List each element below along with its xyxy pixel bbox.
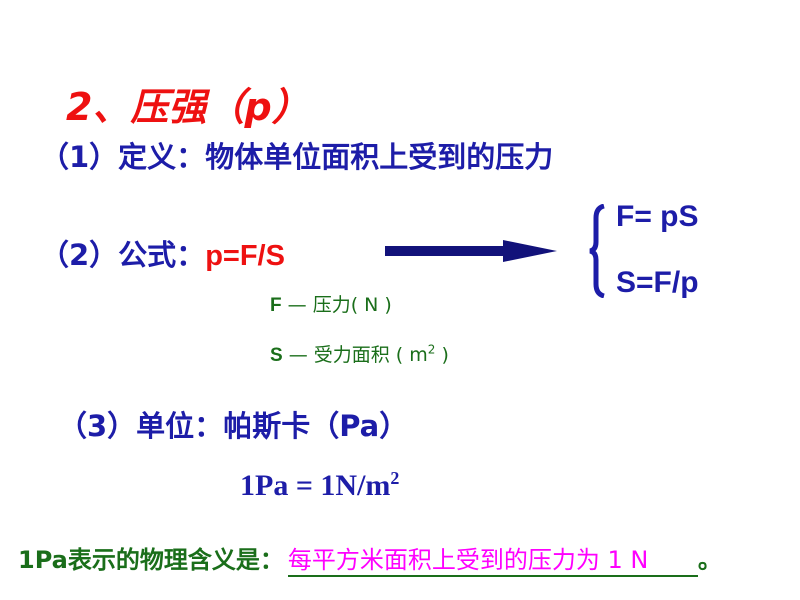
superscript: 2 — [390, 468, 400, 488]
derived-formula-area: S=F/p — [616, 266, 699, 299]
derived-formula-force: F= pS — [616, 200, 699, 233]
variable-desc: — 压力( N ) — [281, 294, 392, 316]
definition-label: （1）定义： — [40, 140, 206, 174]
definition-text: 物体单位面积上受到的压力 — [205, 140, 554, 174]
formula-line: （2）公式：p=F/S — [40, 232, 285, 274]
unit-equation: 1Pa = 1N/m2 — [240, 468, 399, 503]
meaning-answer: 每平方米面积上受到的压力为 1 N — [287, 540, 698, 577]
definition-line: （1）定义：物体单位面积上受到的压力 — [40, 134, 553, 176]
unit-label: （3）单位： — [58, 409, 224, 443]
variable-symbol: S — [270, 345, 283, 366]
right-arrow-icon — [385, 240, 557, 262]
formula-label: （2）公式： — [40, 238, 206, 272]
brace-icon — [589, 204, 605, 298]
meaning-end: 。 — [697, 546, 722, 574]
variable-symbol: F — [270, 295, 282, 316]
unit-text: 帕斯卡（Pa） — [223, 409, 409, 443]
formula-value: p=F/S — [205, 240, 285, 272]
equation-text: 1Pa = 1N/m — [240, 469, 391, 502]
meaning-label: 1Pa表示的物理含义是： — [18, 546, 284, 574]
unit-line: （3）单位：帕斯卡（Pa） — [58, 403, 408, 445]
superscript: 2 — [427, 342, 436, 357]
variable-desc: — 受力面积 ( m — [282, 344, 428, 366]
slide-title: 2、压强（p） — [66, 85, 310, 129]
meaning-line: 1Pa表示的物理含义是：每平方米面积上受到的压力为 1 N 。 — [18, 540, 722, 577]
variable-force: F — 压力( N ) — [270, 290, 392, 317]
variable-end: ) — [435, 344, 449, 366]
variable-area: S — 受力面积 ( m2 ) — [270, 340, 449, 367]
